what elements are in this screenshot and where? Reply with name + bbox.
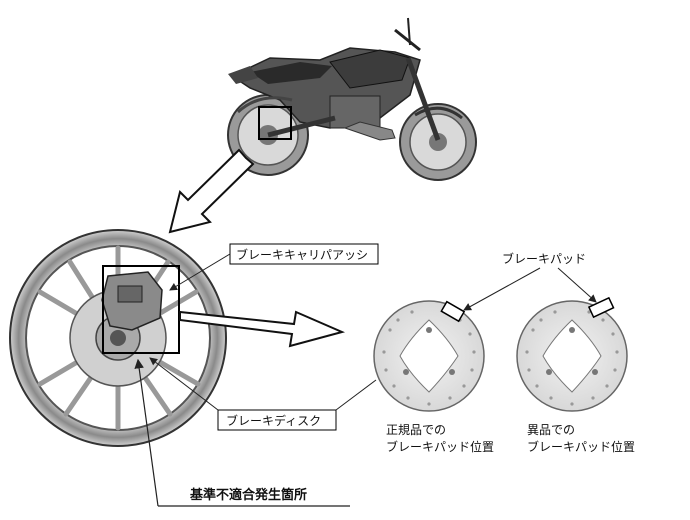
brake-pad-leader-right bbox=[557, 267, 597, 303]
brake-disc-leader-wheel bbox=[149, 357, 219, 411]
rear-wheel-illustration bbox=[9, 229, 227, 447]
genuine-pad-position-marker bbox=[440, 300, 466, 323]
different-caption-line2: ブレーキパッド位置 bbox=[527, 439, 635, 454]
brake-pad-label: ブレーキパッド bbox=[502, 251, 586, 266]
genuine-brake-disc bbox=[373, 300, 485, 412]
zoom-arrow-icon bbox=[168, 148, 255, 234]
nonconformity-label: 基準不適合発生箇所 bbox=[189, 487, 307, 503]
comparison-arrow-icon bbox=[179, 310, 346, 348]
caliper-leader-line bbox=[169, 253, 231, 291]
genuine-caption-line1: 正規品での bbox=[386, 422, 446, 437]
brake-pad-leader-left bbox=[463, 267, 541, 311]
rear-brake-highlight-box bbox=[258, 106, 292, 140]
nonconformity-leader-line bbox=[134, 358, 159, 507]
brake-disc-label: ブレーキディスク bbox=[226, 413, 321, 428]
different-pad-position-marker bbox=[587, 296, 615, 319]
caliper-highlight-box bbox=[102, 265, 180, 354]
brake-disc-label-box bbox=[217, 409, 337, 431]
motorcycle-illustration bbox=[227, 17, 477, 181]
different-brake-disc bbox=[516, 296, 628, 412]
genuine-caption-line2: ブレーキパッド位置 bbox=[386, 439, 494, 454]
different-caption-line1: 異品での bbox=[527, 423, 575, 437]
caliper-label: ブレーキキャリパアッシ bbox=[236, 247, 368, 262]
brake-disc-leader-disc bbox=[335, 379, 377, 411]
